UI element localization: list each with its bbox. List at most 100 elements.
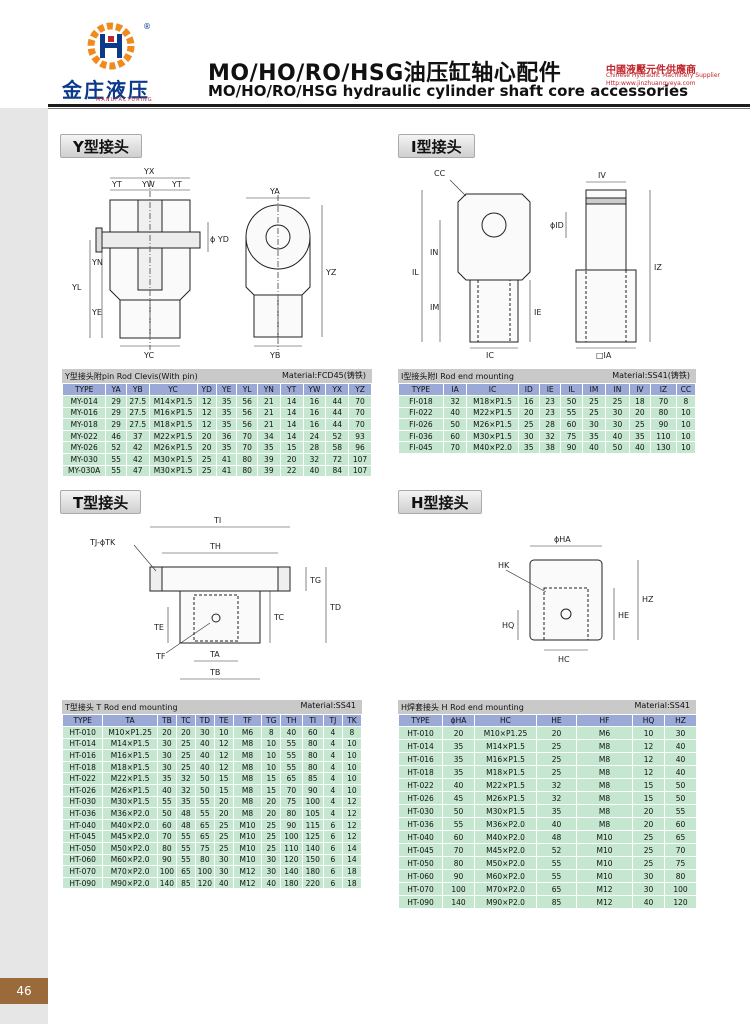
table-cell: 18: [628, 395, 652, 408]
column-header: HC: [474, 714, 537, 727]
table-cell: 70: [348, 406, 372, 420]
table-cell: 70: [348, 395, 372, 408]
table-cell: HT-090: [398, 895, 443, 909]
header-divider: [48, 104, 750, 107]
table-cell: HT-050: [61, 841, 104, 855]
table-cell: 96: [348, 441, 372, 454]
h-table-title: H焊套接头 H Rod end mounting: [401, 702, 524, 712]
table-cell: 35: [517, 441, 540, 454]
table-cell: 15: [279, 441, 304, 454]
table-cell: M40×P2.0: [466, 441, 519, 454]
table-cell: 75: [560, 429, 583, 443]
supplier-url[interactable]: Http:www.jinzhuangyeya.com: [606, 80, 696, 87]
table-cell: 18: [341, 876, 363, 890]
table-cell: 30: [605, 406, 630, 420]
table-cell: 80: [301, 760, 324, 774]
table-cell: 10: [341, 772, 363, 785]
table-cell: M40×P2.0: [102, 818, 158, 832]
column-header: YA: [105, 383, 127, 396]
table-cell: 85: [536, 895, 577, 909]
table-cell: 60: [156, 818, 177, 832]
table-cell: M18×P1.5: [148, 418, 198, 431]
column-header: TG: [261, 714, 282, 727]
table-cell: 30: [194, 726, 215, 739]
table-cell: 90: [650, 418, 677, 431]
table-cell: M45×P2.0: [102, 830, 158, 843]
table-cell: 48: [175, 818, 196, 832]
table-cell: M22×P1.5: [102, 772, 158, 785]
dim-yt-left: YT: [111, 180, 122, 189]
table-cell: 34: [256, 429, 281, 443]
table-cell: M6: [232, 726, 263, 739]
table-cell: 27.5: [125, 395, 150, 408]
column-header: IL: [560, 383, 583, 396]
table-cell: 70: [664, 843, 697, 857]
table-cell: M26×P1.5: [474, 791, 537, 805]
table-cell: 4: [322, 772, 343, 785]
table-cell: 65: [280, 772, 303, 785]
table-cell: 25: [175, 760, 196, 774]
table-cell: FI-018: [398, 395, 444, 408]
dim-he: HE: [618, 611, 629, 620]
supplier-en: Chinese Hydraulic Machinery Supplier: [606, 72, 720, 79]
dim-yd: ϕ YD: [210, 235, 229, 244]
column-header: TE: [213, 714, 234, 727]
table-cell: 20: [175, 726, 196, 739]
dim-im: IM: [430, 303, 439, 312]
table-cell: 10: [261, 749, 282, 762]
dim-ha: ϕHA: [554, 535, 571, 544]
t-table-title: T型接头 T Rod end mounting: [65, 702, 178, 712]
table-cell: 65: [194, 818, 215, 832]
table-cell: 16: [517, 395, 540, 408]
table-cell: 15: [632, 791, 665, 805]
table-cell: 29: [105, 406, 127, 420]
table-cell: 40: [536, 817, 577, 831]
table-cell: 10: [213, 726, 234, 739]
table-cell: M30×P1.5: [474, 804, 537, 818]
column-header: HF: [576, 714, 633, 727]
table-cell: 44: [325, 395, 350, 408]
dim-yw: YW: [141, 180, 155, 189]
left-side-stripe: [0, 108, 48, 1024]
table-cell: HT-026: [61, 783, 104, 797]
dim-cc: CC: [434, 169, 446, 178]
column-header: YC: [148, 383, 198, 396]
table-cell: M8: [232, 737, 263, 751]
dim-td: TD: [329, 603, 341, 612]
table-cell: M8: [232, 807, 263, 820]
column-header: TYPE: [61, 714, 104, 727]
table-cell: 8: [341, 726, 363, 739]
table-cell: 100: [301, 795, 324, 809]
column-header: HZ: [664, 714, 697, 727]
table-cell: 12: [632, 752, 665, 766]
table-cell: 16: [302, 406, 327, 420]
table-cell: 140: [442, 895, 475, 909]
table-cell: 50: [442, 418, 468, 431]
table-cell: 25: [213, 830, 234, 843]
i-table-caption: I型接头附I Rod end mounting Material:SS41(铸铁…: [398, 369, 696, 383]
table-cell: 6: [322, 853, 343, 867]
table-cell: 55: [280, 749, 303, 762]
table-cell: 40: [581, 441, 607, 454]
table-cell: MY-022: [61, 429, 107, 443]
table-cell: M12: [576, 882, 633, 896]
table-cell: 15: [261, 772, 282, 785]
table-cell: 6: [322, 841, 343, 855]
table-cell: M70×P2.0: [474, 882, 537, 896]
table-cell: 30: [156, 749, 177, 762]
